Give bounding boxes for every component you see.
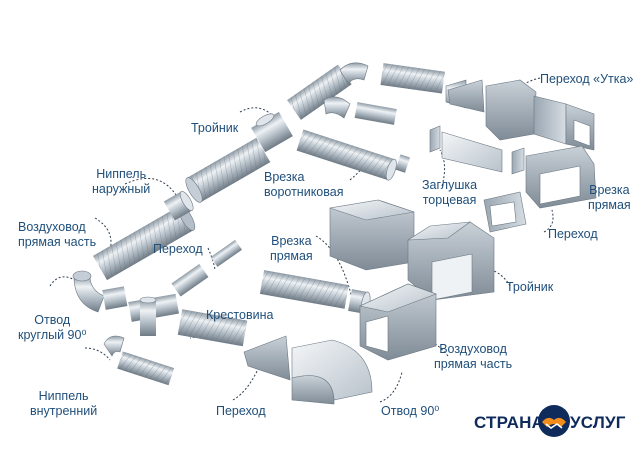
label-perehod-bottom: Переход [216,404,266,418]
label-troynik-right: Тройник [506,280,554,294]
label-troynik-top: Тройник [191,121,239,135]
label-krestovina: Крестовина [206,308,274,322]
rectangular-duct-system [291,79,597,405]
label-otvod-90: Отвод 90⁰ [381,404,440,418]
strana-uslug-logo: СТРАНА УСЛУГ [474,404,634,440]
cross-fitting [128,293,180,336]
label-perehod-right: Переход [548,227,598,241]
handshake-icon [538,405,570,437]
round-duct-system [72,62,467,386]
transition-cone [447,79,485,113]
logo-text-right: УСЛУГ [570,413,626,432]
label-perehod-mid: Переход [153,242,203,256]
logo-text-left: СТРАНА [474,413,545,432]
label-perehod-utka: Переход «Утка» [540,72,634,86]
